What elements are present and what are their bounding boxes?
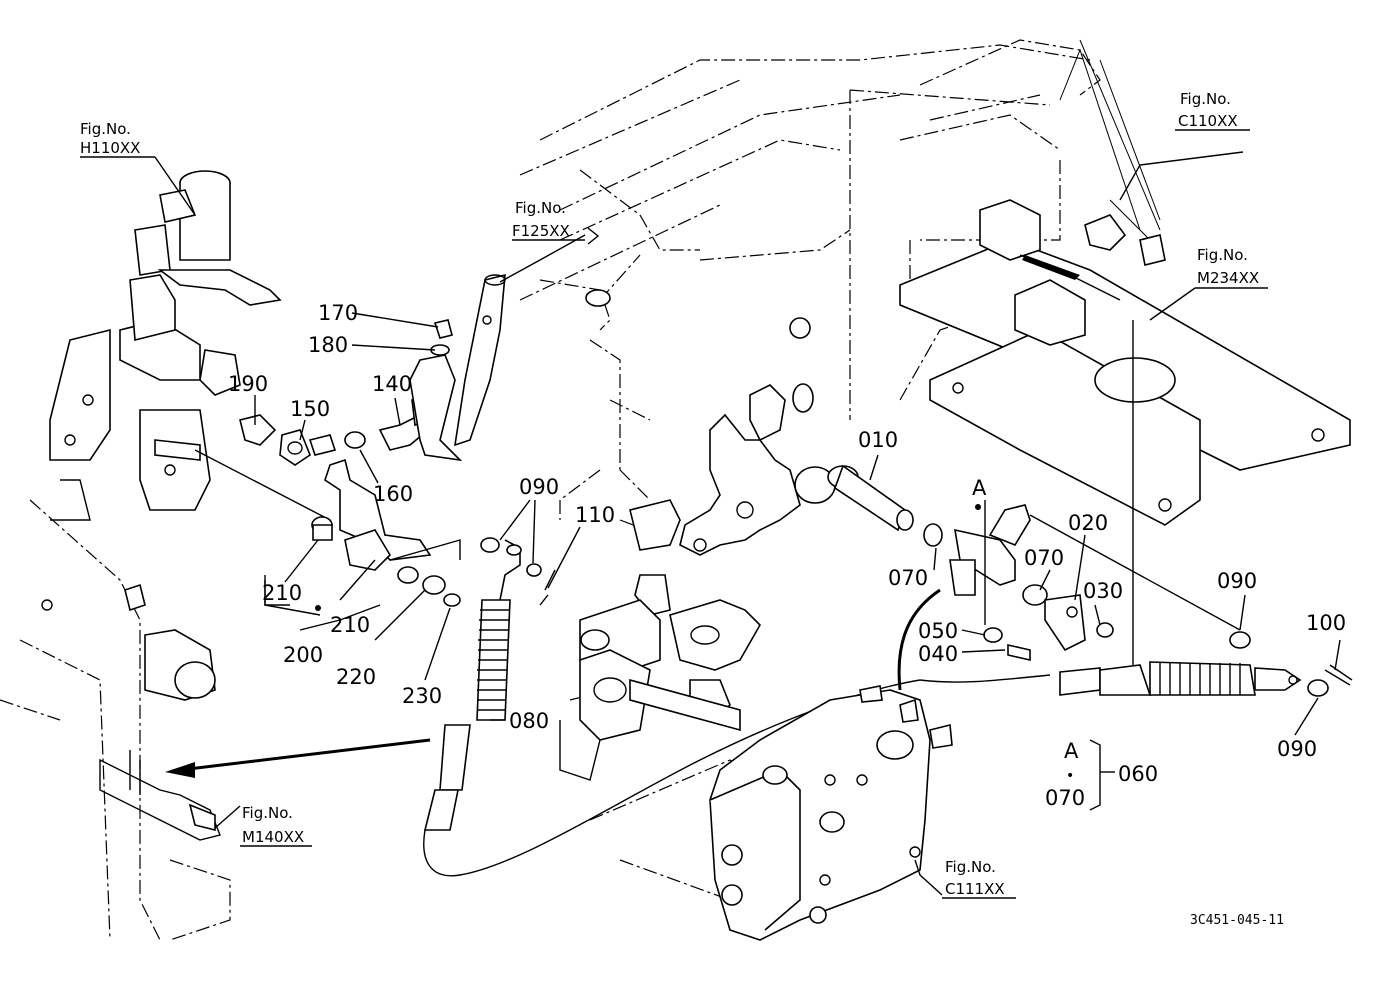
part-210[interactable]: 210 — [330, 613, 370, 637]
fig-ref-code: M140XX — [242, 828, 304, 846]
fig-ref-code: F125XX — [512, 222, 570, 240]
part-010[interactable]: 010 — [858, 428, 898, 452]
cable-080 — [423, 537, 1051, 877]
part-210[interactable]: 210 — [262, 581, 302, 605]
fig-ref-label: Fig.No. — [515, 199, 566, 217]
fig-ref-c110[interactable]: Fig.No. C110XX — [1178, 90, 1238, 130]
part-080[interactable]: 080 — [509, 709, 549, 733]
set-legend: A • 070 060 — [1045, 739, 1158, 810]
set-legend-070: 070 — [1045, 786, 1085, 810]
part-170[interactable]: 170 — [318, 301, 358, 325]
part-030[interactable]: 030 — [1083, 579, 1123, 603]
fig-ref-label: Fig.No. — [80, 120, 131, 138]
set-legend-dot: • — [1066, 768, 1074, 784]
fig-ref-label: Fig.No. — [945, 858, 996, 876]
fig-ref-code: H110XX — [80, 139, 140, 157]
part-070[interactable]: 070 — [1024, 546, 1064, 570]
leader-lines — [80, 129, 1319, 899]
fig-ref-code: C111XX — [945, 880, 1005, 898]
fig-ref-m140[interactable]: Fig.No. M140XX — [242, 804, 304, 846]
part-110[interactable]: 110 — [575, 503, 615, 527]
control-valve — [709, 685, 953, 941]
fig-ref-code: M234XX — [1197, 269, 1259, 287]
part-160[interactable]: 160 — [373, 482, 413, 506]
part-090[interactable]: 090 — [1277, 737, 1317, 761]
fig-ref-h110[interactable]: Fig.No. H110XX — [80, 120, 140, 157]
steering-column-assembly — [49, 170, 331, 521]
drawing-code: 3C451-045-11 — [1190, 913, 1284, 928]
part-180[interactable]: 180 — [308, 333, 348, 357]
part-020[interactable]: 020 — [1068, 511, 1108, 535]
fig-ref-label: Fig.No. — [242, 804, 293, 822]
part-200[interactable]: 200 — [283, 643, 323, 667]
part-050[interactable]: 050 — [918, 619, 958, 643]
set-legend-a: A — [1064, 739, 1079, 763]
part-070[interactable]: 070 — [888, 566, 928, 590]
set-legend-060[interactable]: 060 — [1118, 762, 1158, 786]
fig-ref-code: C110XX — [1178, 112, 1238, 130]
part-a-marker[interactable]: A — [972, 476, 987, 500]
part-230[interactable]: 230 — [402, 684, 442, 708]
part-callouts: 170 180 190 150 140 160 210 210 200 220 … — [228, 301, 1346, 761]
linkage-rod — [264, 458, 461, 631]
mounting-plate — [899, 199, 1351, 665]
fig-ref-f125[interactable]: Fig.No. F125XX — [512, 199, 570, 240]
part-190[interactable]: 190 — [228, 372, 268, 396]
part-150[interactable]: 150 — [290, 397, 330, 421]
fig-ref-m234[interactable]: Fig.No. M234XX — [1197, 246, 1259, 287]
fig-ref-label: Fig.No. — [1180, 90, 1231, 108]
part-140[interactable]: 140 — [372, 372, 412, 396]
part-100[interactable]: 100 — [1306, 611, 1346, 635]
small-parts-group — [239, 273, 506, 466]
fig-ref-label: Fig.No. — [1197, 246, 1248, 264]
shaft-lever-assembly — [827, 464, 1241, 662]
part-090[interactable]: 090 — [1217, 569, 1257, 593]
cable-right — [1059, 631, 1353, 697]
center-bracket — [559, 289, 836, 781]
part-040[interactable]: 040 — [918, 642, 958, 666]
part-090[interactable]: 090 — [519, 475, 559, 499]
fig-ref-c111[interactable]: Fig.No. C111XX — [945, 858, 1005, 898]
lower-left-frame — [41, 583, 221, 841]
part-220[interactable]: 220 — [336, 665, 376, 689]
